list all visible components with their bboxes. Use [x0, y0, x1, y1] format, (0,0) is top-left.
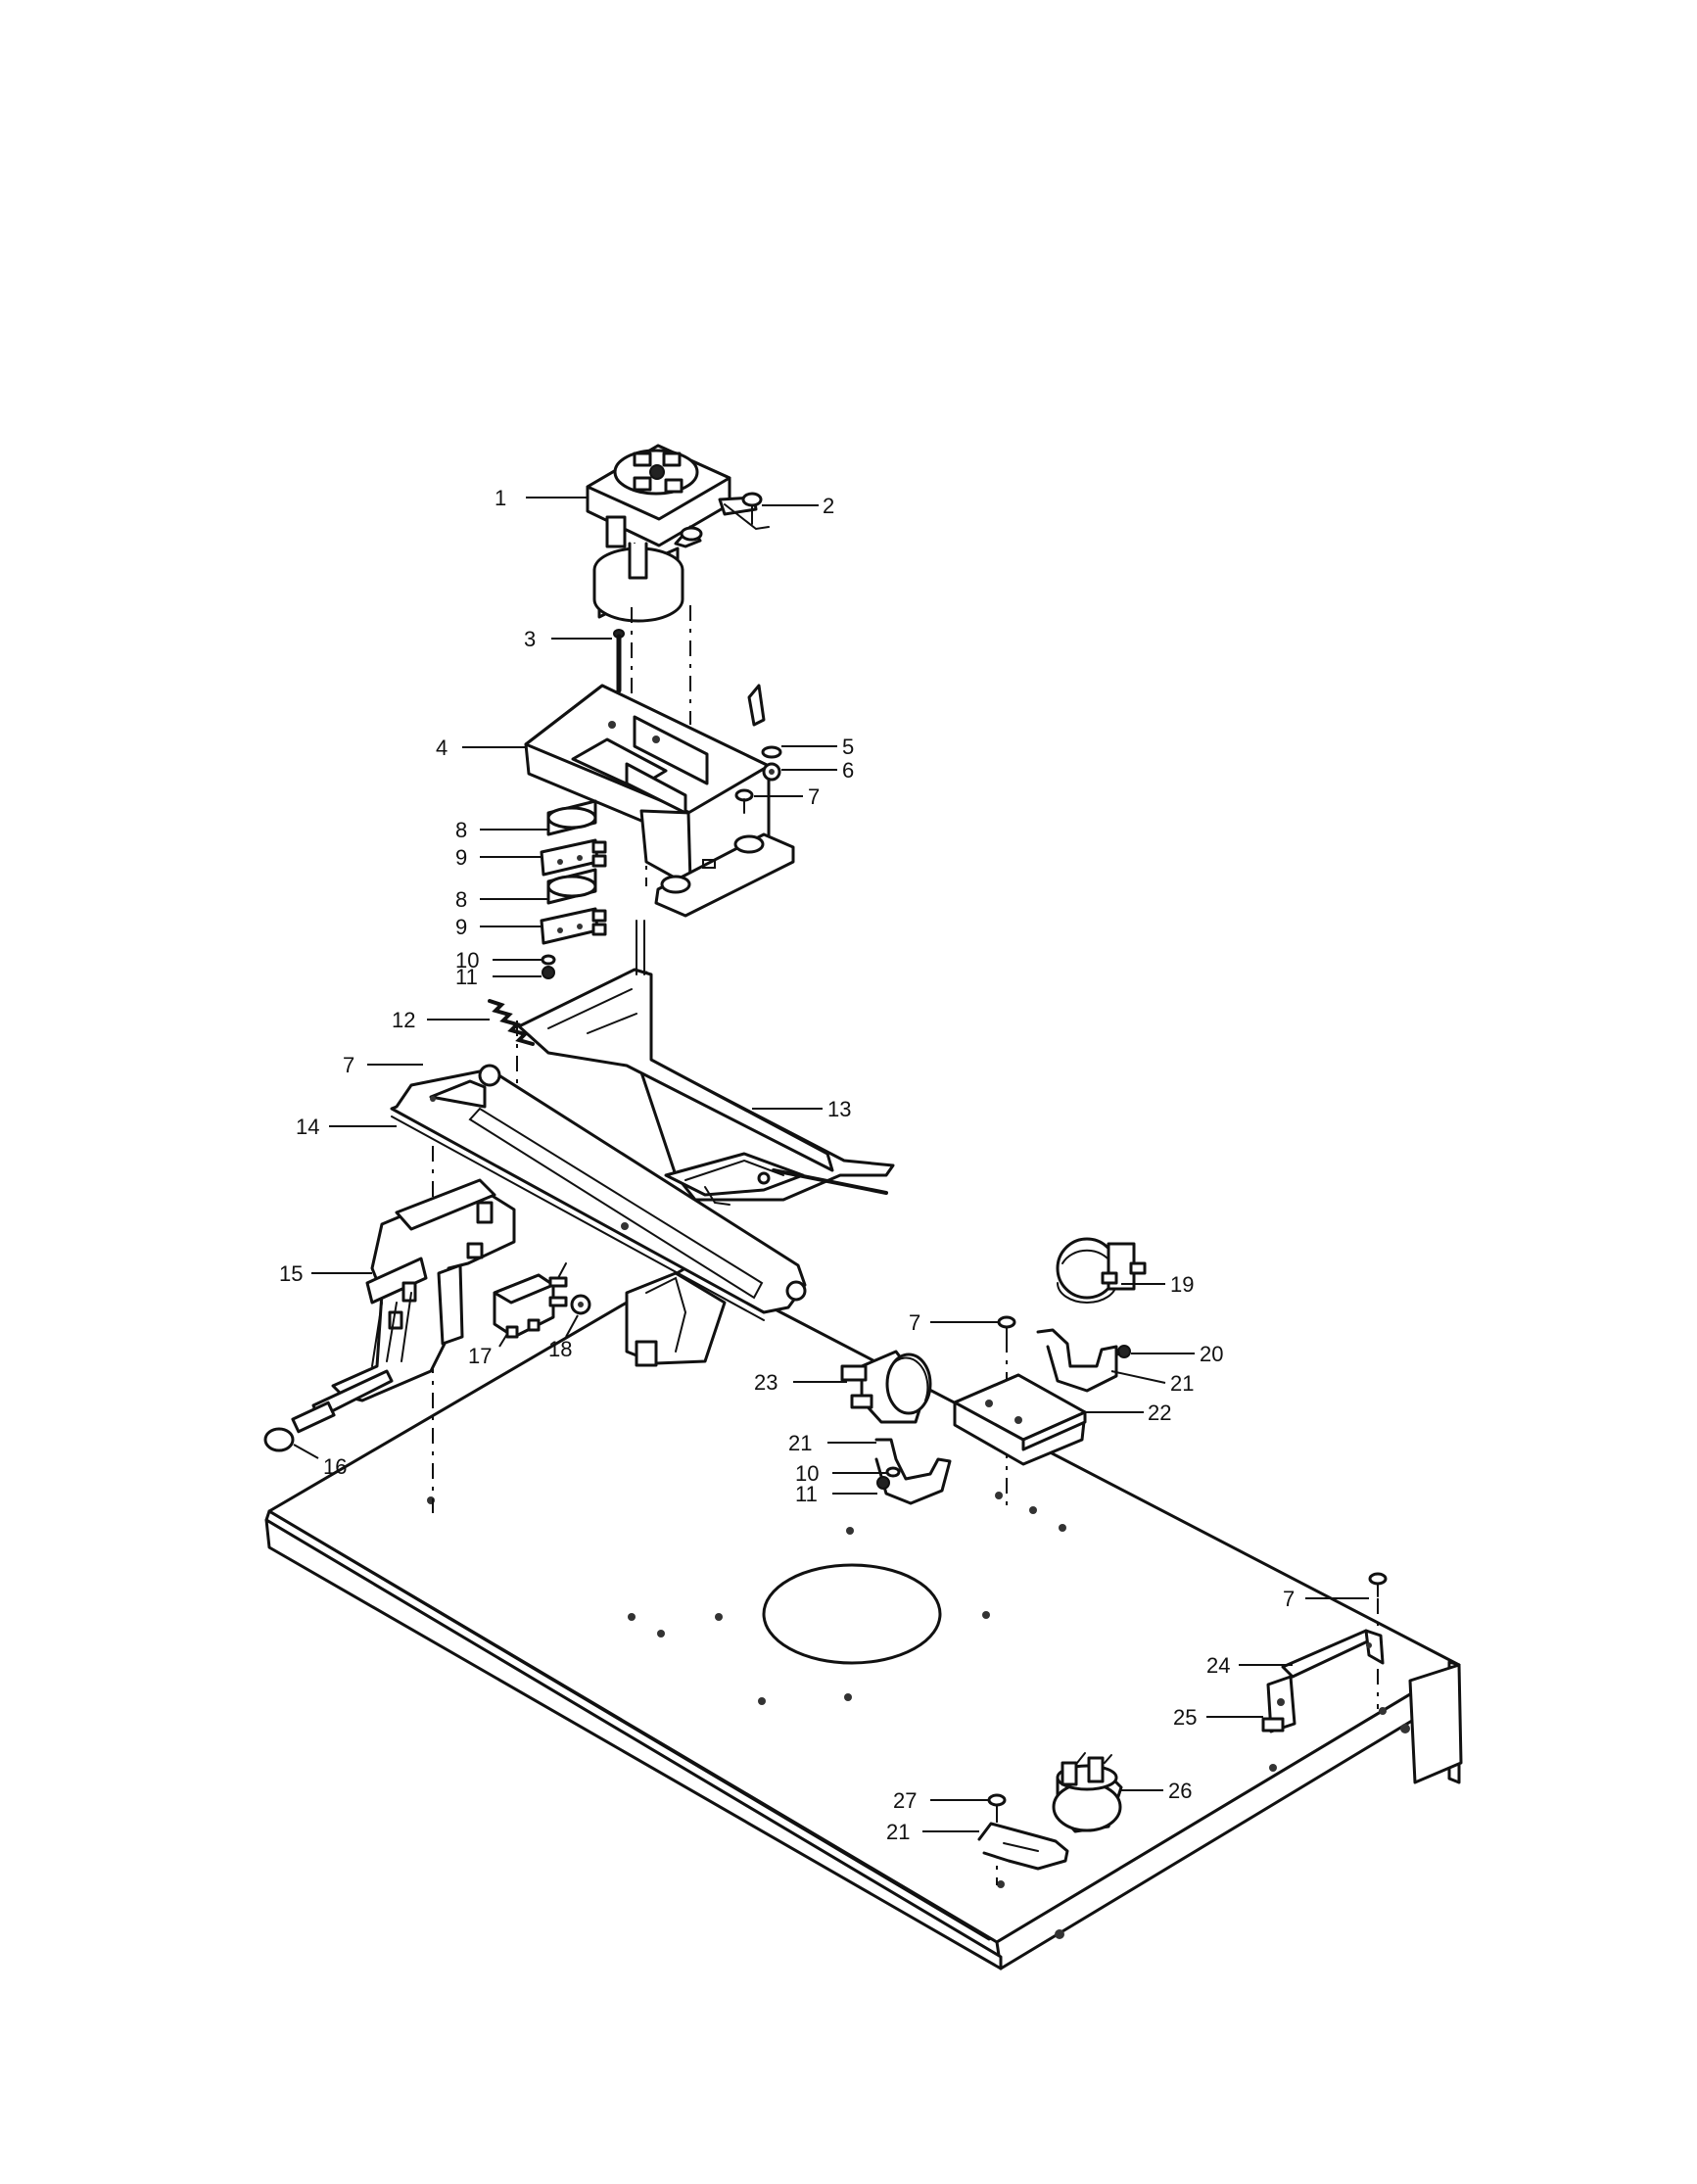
callout-25: 25	[1173, 1705, 1197, 1730]
bracket-25	[1261, 1675, 1296, 1733]
callout-8-lower: 8	[455, 887, 467, 912]
screw-7-bracket	[734, 788, 754, 814]
microswitch-17	[493, 1262, 568, 1339]
callout-6: 6	[842, 758, 854, 783]
thermostat-19	[1056, 1237, 1147, 1304]
switch-9-lower	[540, 907, 607, 945]
callout-10-top: 10	[455, 948, 479, 973]
callout-7-right: 7	[909, 1310, 920, 1335]
clamp-21-front	[977, 1822, 1069, 1871]
callout-10-bottom: 10	[795, 1461, 819, 1486]
callout-20: 20	[1200, 1342, 1223, 1366]
callout-11-bottom: 11	[795, 1482, 818, 1506]
callout-7-bracket: 7	[808, 784, 820, 809]
screw-7-base	[1368, 1572, 1388, 1597]
callout-5: 5	[842, 735, 854, 759]
callout-14: 14	[296, 1115, 319, 1139]
callout-23: 23	[754, 1370, 778, 1395]
callout-15: 15	[279, 1261, 303, 1286]
thermostat-26	[1052, 1752, 1123, 1833]
cam-8-upper	[546, 799, 597, 836]
lever-plate-14	[390, 1064, 807, 1367]
screw-2	[741, 492, 763, 525]
callout-1: 1	[495, 486, 506, 510]
callout-13: 13	[827, 1097, 851, 1121]
base-mounting-holes	[427, 1492, 1410, 1939]
thermal-cutout-23	[840, 1350, 932, 1424]
callout-24: 24	[1206, 1653, 1230, 1678]
callout-labels: 1 2 3 4 5 6 7 8 9 8 9 10 11 12 13 7 14 1…	[279, 486, 1295, 1844]
callout-22: 22	[1148, 1401, 1171, 1425]
callout-8-upper: 8	[455, 818, 467, 842]
button-18	[570, 1294, 591, 1315]
callout-7-lever: 7	[343, 1053, 354, 1077]
callout-18: 18	[548, 1337, 572, 1361]
nut-11-bottom	[876, 1476, 890, 1490]
callout-3: 3	[524, 627, 536, 651]
callout-4: 4	[436, 736, 448, 760]
callout-27: 27	[893, 1788, 917, 1813]
clamp-21-lower	[874, 1438, 952, 1505]
interlock-switch-15	[291, 1178, 516, 1434]
nut-11-top	[542, 966, 555, 979]
washer-5	[761, 745, 782, 759]
nut-6	[762, 762, 781, 782]
callout-9-upper: 9	[455, 845, 467, 870]
base-plate	[264, 1263, 1463, 1970]
screw-7-right	[997, 1315, 1016, 1341]
callout-26: 26	[1168, 1779, 1192, 1803]
bracket-24	[1281, 1629, 1385, 1679]
latch-arm-13	[517, 920, 895, 1206]
callout-7-base: 7	[1283, 1587, 1295, 1611]
motor-assembly	[586, 444, 770, 623]
turntable-hole	[762, 1563, 942, 1665]
callout-9-lower: 9	[455, 915, 467, 939]
callout-17: 17	[468, 1344, 492, 1368]
washer-10-top	[541, 954, 556, 966]
clamp-21-upper	[1036, 1328, 1118, 1393]
leader-lines	[293, 497, 1369, 1832]
button-16	[263, 1427, 295, 1452]
switch-9-upper	[540, 838, 607, 877]
callout-2: 2	[823, 494, 834, 518]
spring-12	[488, 999, 535, 1046]
callout-12: 12	[392, 1008, 415, 1032]
callout-21-lower: 21	[788, 1431, 812, 1455]
washer-10-bottom	[885, 1466, 901, 1478]
callout-11-top: 11	[455, 965, 478, 989]
callout-16: 16	[323, 1454, 347, 1479]
cam-8-lower	[546, 868, 597, 905]
screw-3	[613, 629, 625, 693]
callout-21-upper: 21	[1170, 1371, 1194, 1396]
callout-19: 19	[1170, 1272, 1194, 1297]
callout-21-front: 21	[886, 1820, 910, 1844]
